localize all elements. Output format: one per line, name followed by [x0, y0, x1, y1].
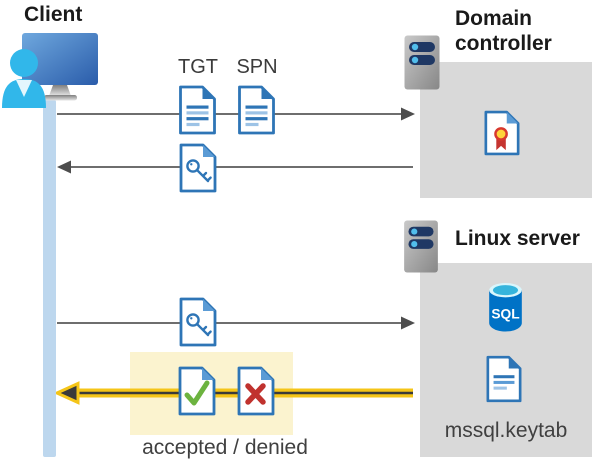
client-icon [2, 33, 98, 108]
certificate-icon [484, 110, 520, 156]
spn-label: SPN [236, 56, 278, 78]
keytab-file-label: mssql.keytab [444, 419, 568, 442]
monitor-icon [22, 33, 98, 101]
key-ticket-icon-return [179, 143, 217, 193]
ticket-granted-arrow [57, 160, 413, 174]
sql-badge-text: SQL [491, 307, 519, 322]
tgt-label: TGT [178, 56, 218, 78]
tgt-document-icon [179, 85, 216, 135]
spn-document-icon [238, 85, 275, 135]
accepted-denied-label: accepted / denied [142, 436, 308, 459]
keytab-file-icon [486, 355, 522, 403]
linux-server-icon [404, 220, 438, 273]
user-icon [2, 49, 46, 108]
present-ticket-arrow [57, 316, 415, 330]
client-lifeline [43, 100, 56, 457]
key-ticket-icon-present [179, 297, 217, 347]
domain-controller-title: Domain controller [455, 7, 552, 55]
client-title: Client [24, 3, 83, 26]
request-tgt-spn-arrow [57, 107, 415, 121]
accepted-document-icon [178, 366, 216, 416]
accepted-denied-arrow [53, 381, 413, 405]
domain-controller-server-icon [404, 35, 440, 90]
sql-database-icon: SQL [489, 283, 522, 332]
linux-server-title: Linux server [455, 227, 580, 250]
denied-document-icon [237, 366, 275, 416]
